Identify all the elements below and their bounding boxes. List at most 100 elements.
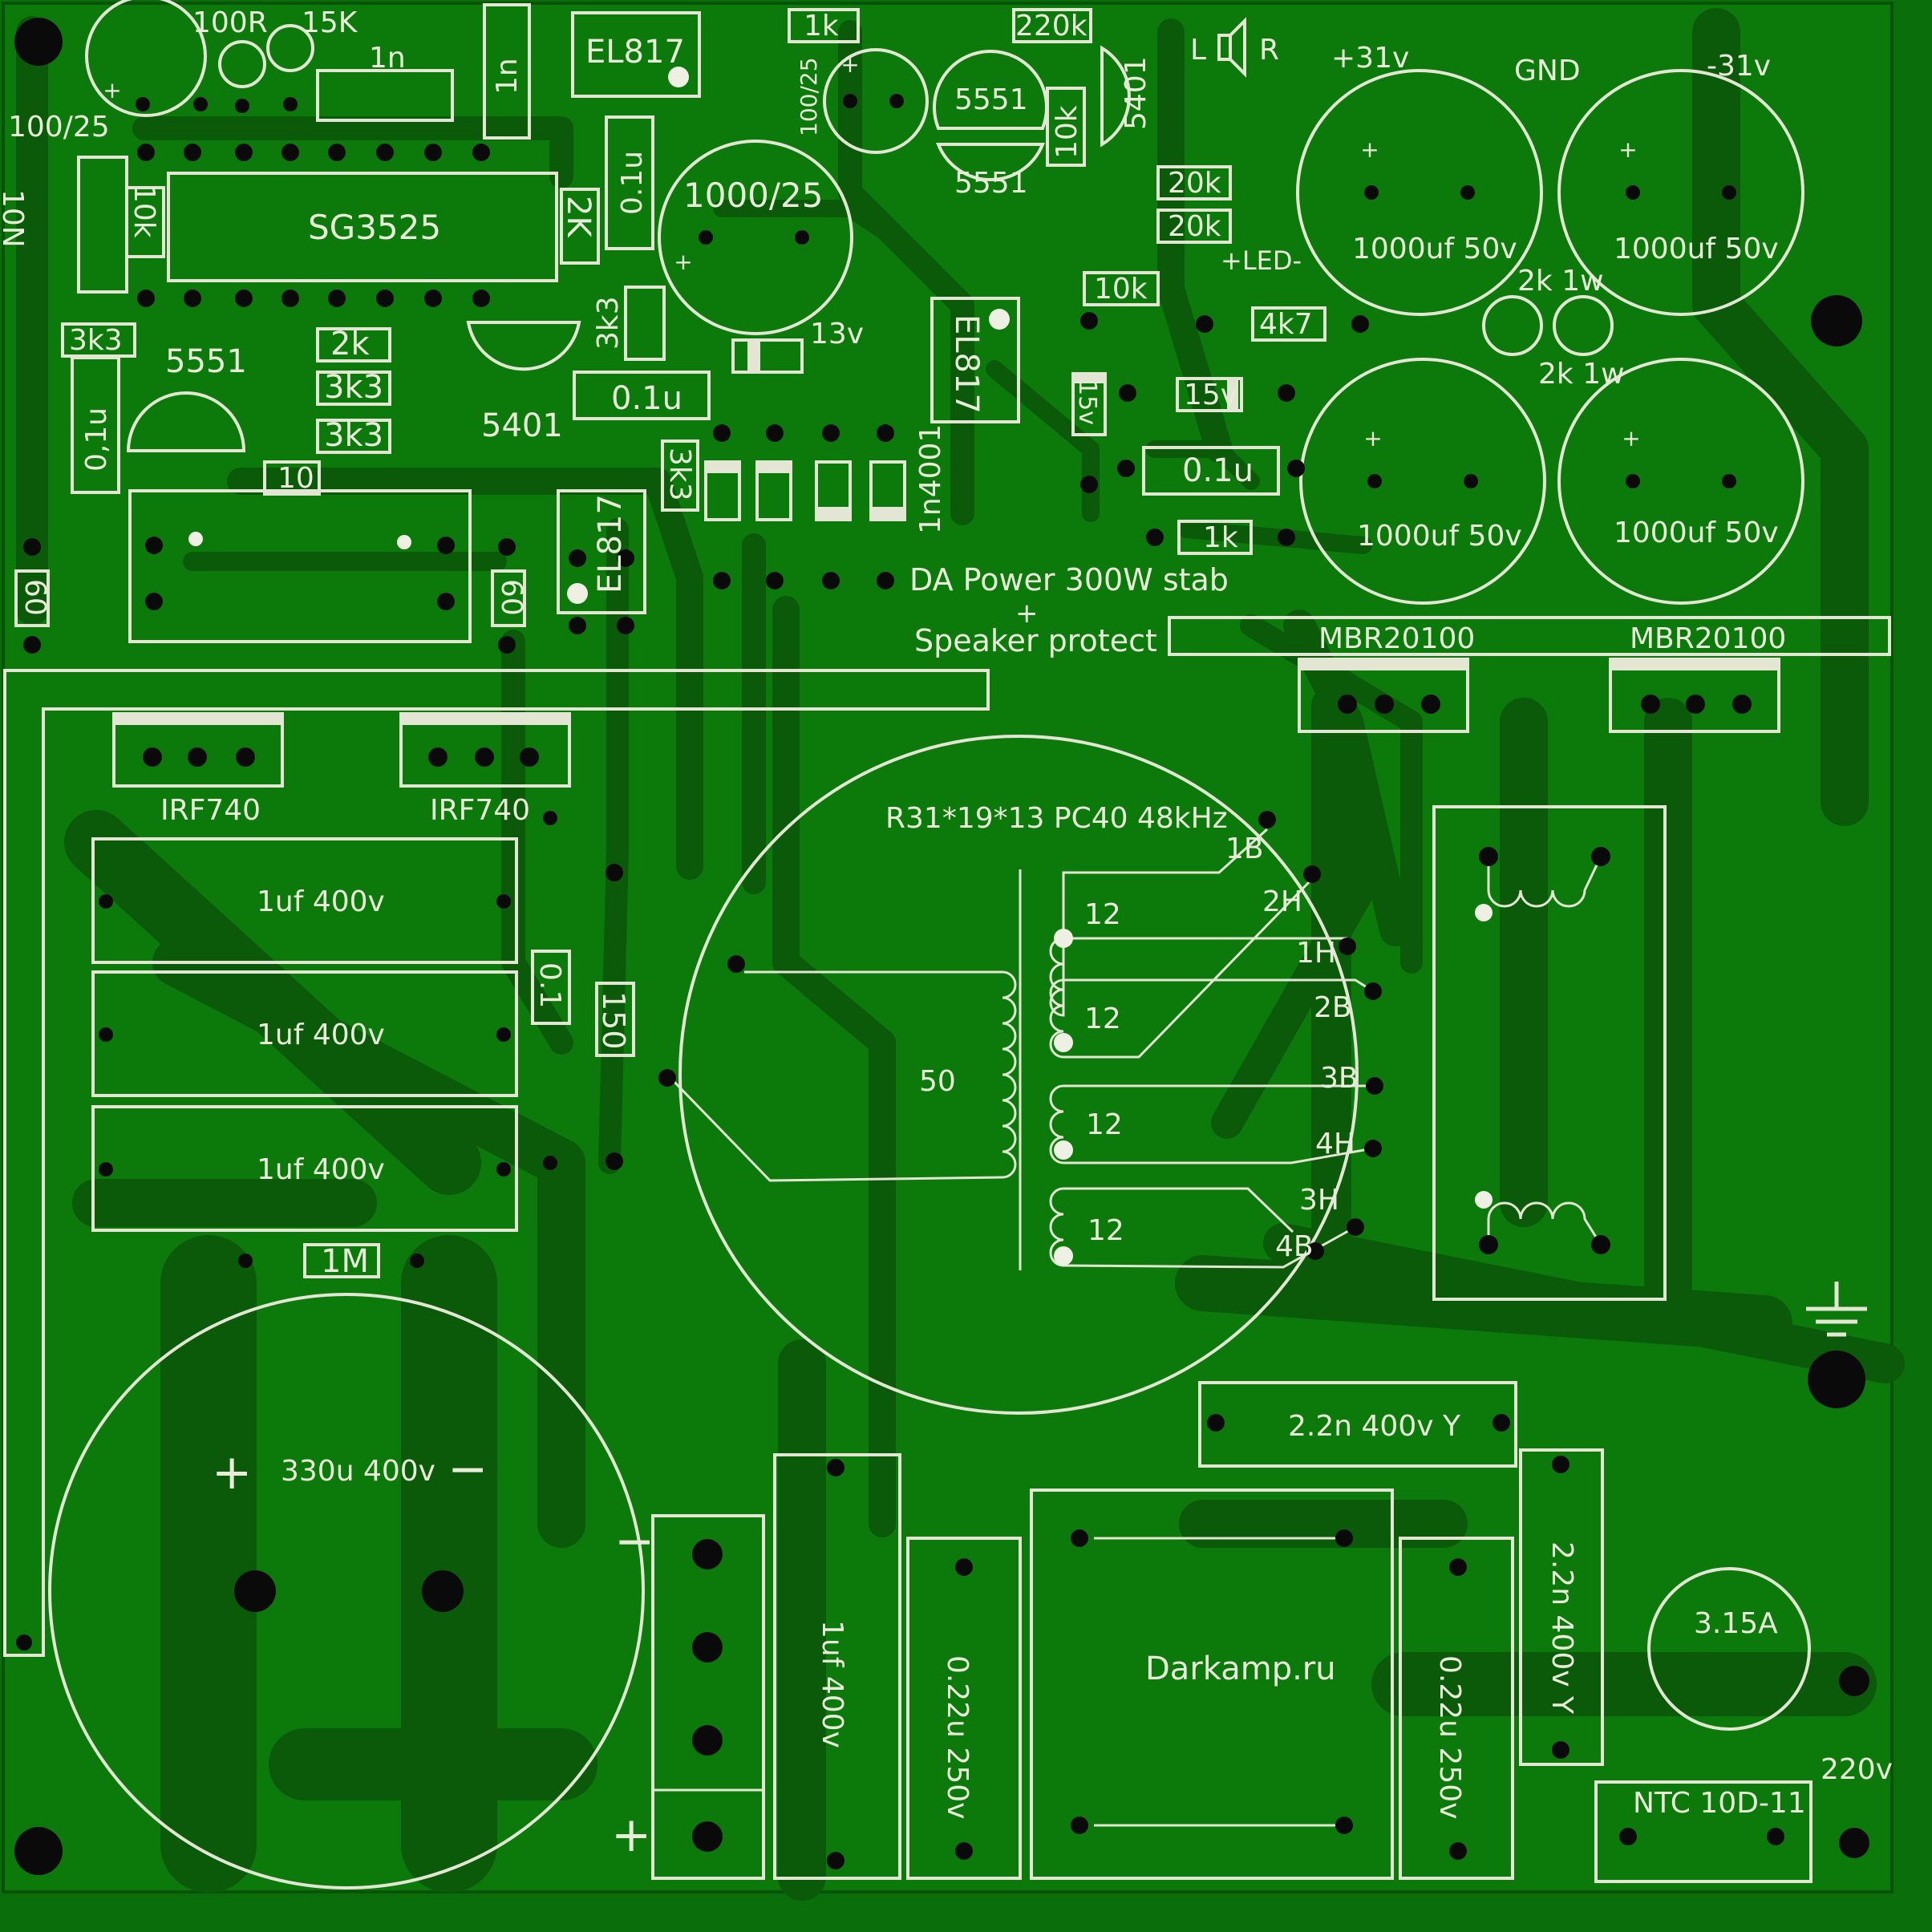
label-r-15k: 15K — [302, 6, 358, 39]
opto-2-outline — [930, 297, 1020, 423]
ntc-outline — [1594, 1780, 1813, 1883]
label-opto-2: EL817 — [948, 314, 985, 414]
c-22n-b-outline — [1519, 1448, 1604, 1766]
label-cap-1000uf-1: 1000uf 50v — [1352, 233, 1517, 265]
copper-traces — [16, 8, 1905, 1901]
label-cap-1000uf-2: 1000uf 50v — [1614, 233, 1779, 265]
label-zener-15v-v: 15v — [1073, 380, 1101, 425]
c-1uf-400-1-outline — [91, 837, 518, 964]
svg-text:+: + — [840, 51, 859, 78]
label-r-10k-v: 10k — [1051, 105, 1083, 159]
c-01u-right-outline — [1142, 446, 1280, 496]
label-r-10: 10 — [277, 462, 314, 495]
c-22n-a-outline — [1198, 1381, 1517, 1468]
label-c-1uf-400-v: 1uf 400v — [816, 1620, 849, 1748]
label-c-100-25-mid: 100/25 — [796, 57, 822, 136]
label-q-5551-a: 5551 — [954, 83, 1028, 116]
label-irf-1: IRF740 — [160, 794, 261, 827]
label-cap-1000uf-4: 1000uf 50v — [1614, 516, 1779, 549]
r-10k-mid-outline — [1083, 271, 1160, 306]
label-c-01u-left: 0,1u — [80, 407, 113, 472]
primary-winding — [669, 970, 1017, 1182]
cap-1000uf-4-outline — [1557, 358, 1804, 605]
label-c-1uf-400-2: 1uf 400v — [257, 1019, 385, 1051]
c-1uf-400-2-outline — [91, 970, 518, 1097]
label-c-22n-b: 2.2n 400v Y — [1545, 1541, 1578, 1715]
label-ic-sg3525: SG3525 — [308, 208, 441, 247]
label-ntc: NTC 10D-11 — [1633, 1787, 1806, 1820]
secondary-winding-4 — [1049, 1187, 1356, 1269]
title-line-2: + — [1015, 597, 1039, 630]
mbr-1-tab — [1299, 659, 1468, 670]
label-winding-primary: 50 — [919, 1065, 956, 1098]
svg-text:+: + — [1360, 136, 1379, 163]
cap-1000-25-outline — [658, 140, 853, 335]
r-15k-outline — [266, 24, 314, 72]
speaker-icon — [1217, 17, 1246, 78]
c-022u-b-outline — [1399, 1537, 1514, 1880]
r-4k7-outline — [1251, 306, 1326, 342]
c-01u-v-outline — [605, 115, 654, 250]
r-150-outline — [595, 982, 635, 1057]
label-bridge-minus: − — [614, 1513, 654, 1569]
r-220k-outline — [1012, 8, 1092, 43]
label-pin-1b: 1B — [1225, 832, 1264, 865]
ground-icon — [1806, 1282, 1867, 1337]
label-pin-4h: 4H — [1315, 1128, 1355, 1160]
label-q-5551-b: 5551 — [954, 167, 1028, 200]
label-c-10n: 10N — [0, 189, 29, 248]
c-1n-a-outline — [316, 69, 454, 122]
label-winding-2: 12 — [1084, 1002, 1121, 1035]
common-mode-choke-outline — [1030, 1488, 1394, 1880]
label-pin-1h: 1H — [1296, 937, 1336, 970]
label-c-01u-mid: 0.1u — [611, 380, 682, 417]
label-c-1uf-400-1: 1uf 400v — [257, 885, 385, 918]
svg-text:+: + — [1363, 425, 1382, 452]
title-line-3: Speaker protect — [914, 623, 1157, 658]
cap-1000uf-2-outline — [1557, 69, 1804, 316]
label-led: +LED- — [1221, 245, 1302, 276]
label-r-150: 150 — [596, 991, 631, 1050]
pin-markers — [188, 67, 1493, 1266]
label-q-5401-a: 5401 — [1120, 56, 1152, 130]
label-polarity-plus: + — [212, 1444, 252, 1501]
r-3k3-v-outline — [624, 286, 666, 361]
q-5551-c-outline — [126, 391, 246, 452]
c-1uf-400-3-outline — [91, 1105, 518, 1232]
label-r-3k3-v2: 3k3 — [663, 448, 696, 501]
r-20k-b-outline — [1156, 209, 1232, 244]
r-10k-left-outline — [125, 186, 165, 258]
svg-text:+: + — [103, 77, 121, 103]
label-opto-3: EL817 — [592, 494, 629, 593]
relay-coil-bottom — [1487, 1201, 1602, 1245]
r-3k3-v2-outline — [661, 439, 699, 512]
title-line-1: DA Power 300W stab — [909, 562, 1229, 597]
label-c-1uf-400-3: 1uf 400v — [257, 1153, 385, 1186]
label-rail-pos: +31v — [1331, 42, 1409, 75]
silkscreen-outlines — [3, 0, 1891, 1889]
irf-1-tab — [114, 714, 282, 725]
label-r-20k-a: 20k — [1168, 167, 1221, 200]
label-zener-15v-h: 15v — [1184, 379, 1237, 411]
label-c-1000-25: 1000/25 — [683, 176, 823, 215]
r-2k-v-outline — [560, 188, 600, 265]
relay-small-outline — [128, 489, 472, 643]
c-01u-mid-outline — [573, 371, 711, 420]
label-rail-gnd: GND — [1514, 55, 1581, 87]
r-0-1-outline — [531, 950, 571, 1025]
label-r-4k7: 4k7 — [1259, 308, 1313, 341]
r-1m-outline — [303, 1243, 380, 1278]
diode-bands — [706, 340, 1238, 518]
cap-1000uf-3-outline — [1299, 358, 1546, 605]
label-r-2k1w-b: 2k 1w — [1538, 358, 1625, 391]
label-zener-13v: 13v — [810, 318, 864, 350]
r-100r-outline — [218, 40, 266, 88]
board-edge — [2, 2, 1894, 1894]
label-r-1k-top: 1k — [804, 10, 839, 43]
r-20k-a-outline — [1156, 165, 1232, 200]
secondary-winding-3 — [1049, 1084, 1375, 1164]
r-60-b-outline — [491, 569, 526, 627]
label-r-60-a: 60 — [18, 579, 51, 616]
svg-text:+: + — [674, 249, 692, 275]
label-fuse: 3.15A — [1694, 1607, 1778, 1640]
